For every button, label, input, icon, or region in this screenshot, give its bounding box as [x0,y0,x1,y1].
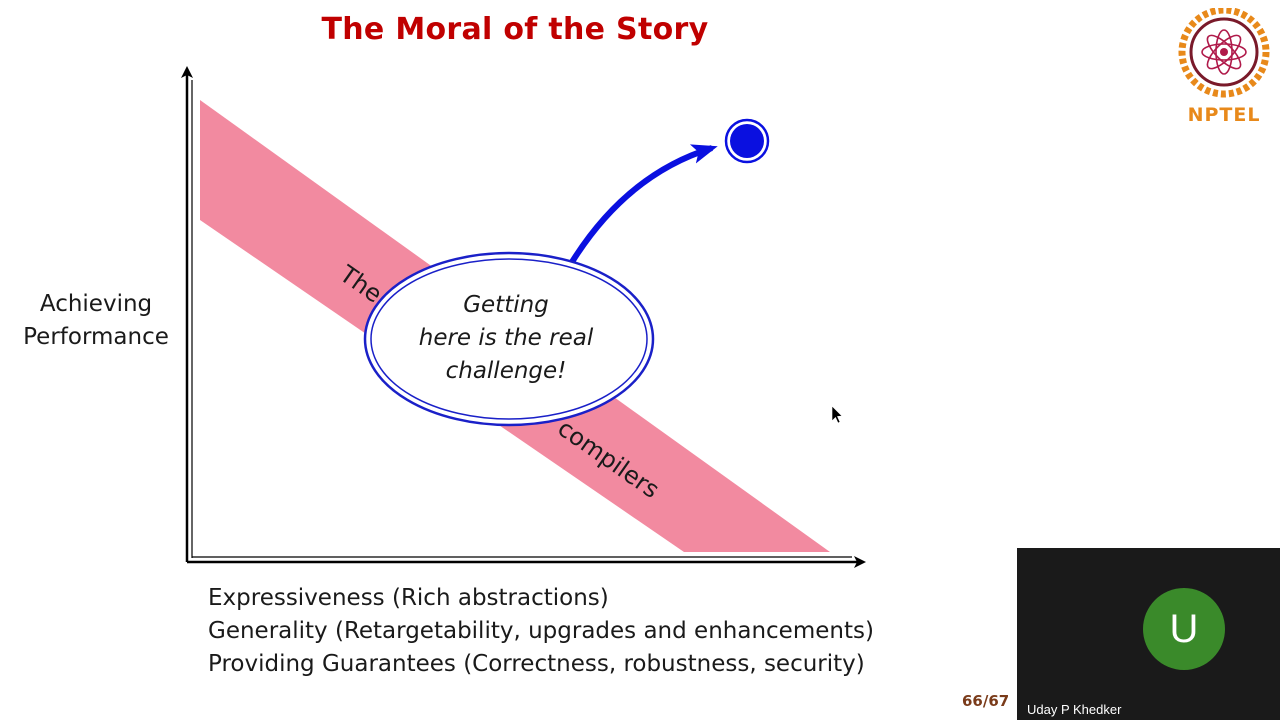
avatar: U [1143,588,1225,670]
x-axis-label-line-3: Providing Guarantees (Correctness, robus… [208,651,865,677]
callout-line-1: Getting [463,292,549,318]
page-number: 66/67 [962,692,1010,710]
x-axis-label: Expressiveness (Rich abstractions) Gener… [208,582,874,681]
y-axis-label: Achieving Performance [16,288,176,354]
callout-ellipse [363,251,655,427]
logo-text: NPTEL [1187,104,1261,126]
presenter-name: Uday P Khedker [1027,702,1122,717]
nptel-logo: NPTEL [1176,6,1272,128]
presenter-video-tile[interactable]: U Uday P Khedker [1017,548,1280,720]
target-circle-fill [730,124,764,158]
callout-ellipse-inner [370,258,648,420]
y-axis-label-line-2: Performance [23,324,169,350]
mouse-cursor-icon [831,405,843,424]
challenge-arrow [569,144,718,264]
x-axis-label-line-2: Generality (Retargetability, upgrades an… [208,618,874,644]
slide-title: The Moral of the Story [321,12,709,47]
callout-line-2: here is the real [419,325,594,351]
x-axis-label-line-1: Expressiveness (Rich abstractions) [208,585,609,611]
nptel-emblem-icon [1178,6,1270,98]
callout-line-3: challenge! [446,358,567,384]
y-axis-label-line-1: Achieving [39,291,153,317]
